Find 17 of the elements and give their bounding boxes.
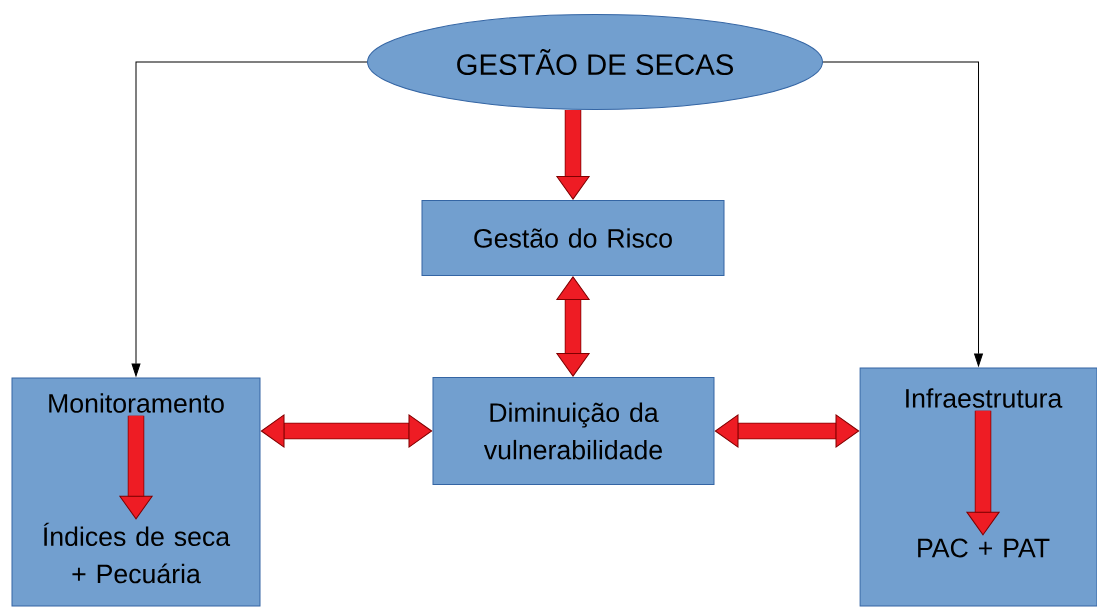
node-text: Infraestrutura bbox=[906, 388, 1063, 408]
node-text: Monitoramento bbox=[49, 393, 224, 413]
process-box: Gestão do Risco bbox=[421, 200, 725, 276]
block-arrow bbox=[714, 414, 860, 448]
block-arrow bbox=[556, 110, 590, 200]
block-arrow bbox=[556, 276, 590, 377]
group-box bbox=[11, 377, 261, 607]
node-text: PAC + PAT bbox=[918, 538, 1050, 558]
group-box bbox=[859, 367, 1097, 607]
block-arrow bbox=[966, 410, 1000, 536]
block-arrow bbox=[260, 414, 433, 448]
connector-arrow bbox=[822, 61, 983, 367]
node-text: Índices de seca + Pecuária bbox=[43, 522, 231, 584]
block-arrow bbox=[119, 415, 153, 520]
connector-arrow bbox=[131, 61, 368, 377]
ellipse-node: GESTÃO DE SECAS bbox=[367, 14, 823, 110]
process-box: Diminuição da vulnerabilidade bbox=[432, 377, 715, 485]
